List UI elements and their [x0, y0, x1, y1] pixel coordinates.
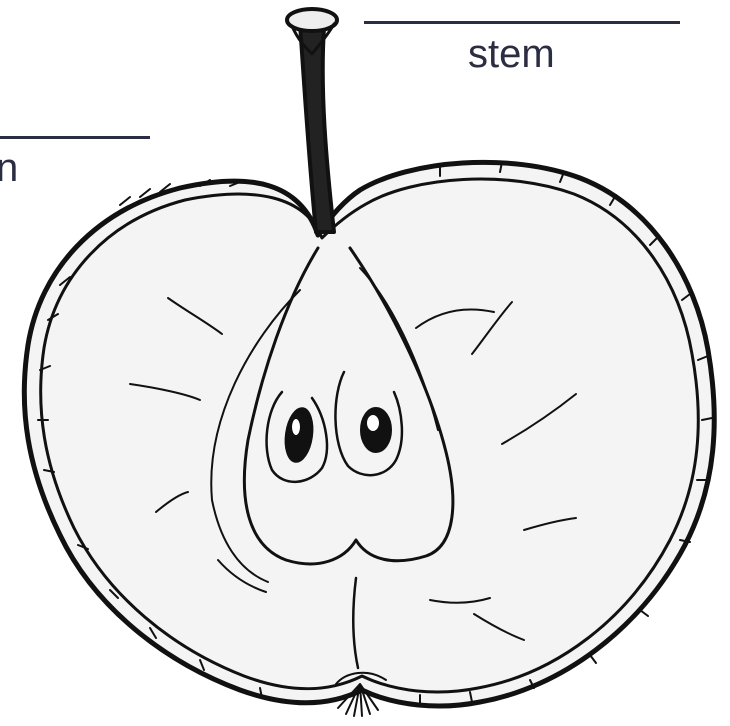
stem [300, 24, 334, 232]
seed-right [361, 408, 391, 452]
stem-tip [287, 9, 337, 31]
